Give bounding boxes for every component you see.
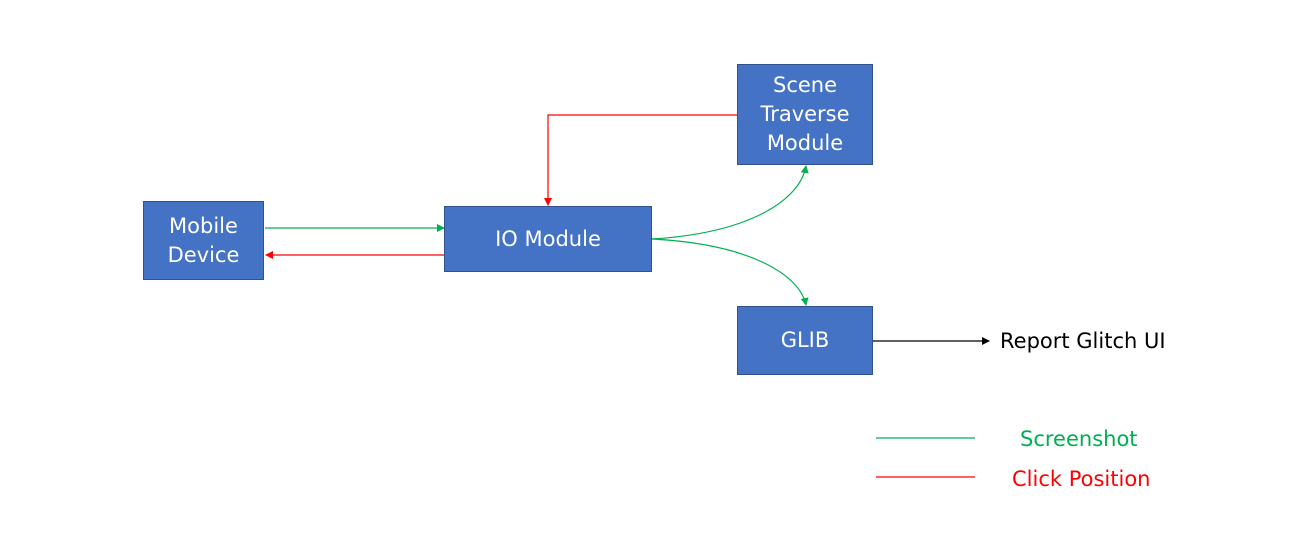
report-glitch-ui-label: Report Glitch UI: [1000, 329, 1166, 353]
edge-io-to-glib: [651, 238, 809, 306]
legend-screenshot-label: Screenshot: [1020, 427, 1138, 451]
edge-scene-to-io: [544, 114, 737, 206]
node-glib: GLIB: [737, 306, 873, 375]
edge-io-to-scene: [651, 165, 809, 240]
legend-click-position-label: Click Position: [1012, 467, 1151, 491]
node-io-module: IO Module: [444, 206, 652, 272]
node-scene-traverse-module: Scene Traverse Module: [737, 64, 873, 165]
node-mobile-device: Mobile Device: [143, 201, 264, 280]
